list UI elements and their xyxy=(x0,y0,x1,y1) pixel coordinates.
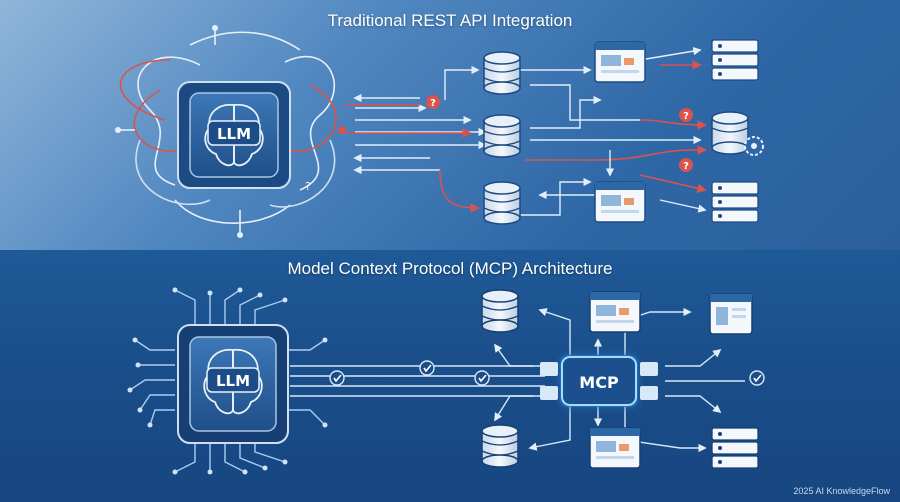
llm-chip-top: LLM xyxy=(177,81,291,189)
wire-node xyxy=(115,127,121,133)
circuit-traces xyxy=(129,289,326,473)
tangled-wires xyxy=(119,30,337,232)
bottom-title: Model Context Protocol (MCP) Architectur… xyxy=(287,259,613,278)
web-app-icon xyxy=(589,427,641,469)
database-icon xyxy=(483,181,521,225)
top-title: Traditional REST API Integration xyxy=(327,11,573,30)
check-badges xyxy=(329,360,765,386)
llm-label: LLM xyxy=(216,372,250,390)
trace-nodes xyxy=(127,287,328,475)
request-arrows xyxy=(353,93,487,175)
database-icon xyxy=(481,289,519,333)
database-gear-icon xyxy=(711,111,764,156)
server-icon xyxy=(711,39,759,81)
web-app-icon xyxy=(589,291,641,333)
mcp-label: MCP xyxy=(579,373,619,392)
llm-chip-bottom: LLM xyxy=(177,324,289,444)
wire-node xyxy=(212,25,218,31)
wire-node xyxy=(237,232,243,238)
server-icon xyxy=(711,427,759,469)
web-app-icon xyxy=(594,181,646,223)
web-app-icon xyxy=(594,41,646,83)
question-mark: ? xyxy=(305,180,311,193)
mcp-hub: MCP xyxy=(540,355,658,407)
wire-node xyxy=(338,126,346,134)
brain-icon xyxy=(203,348,263,415)
service-links xyxy=(444,46,707,216)
question-mark: ? xyxy=(683,111,689,122)
protocol-lines xyxy=(290,365,545,397)
brain-icon xyxy=(204,103,264,167)
database-icon xyxy=(481,424,519,468)
connector-port xyxy=(540,362,558,376)
check-icon xyxy=(329,370,345,386)
question-mark: ? xyxy=(430,98,436,109)
check-icon xyxy=(419,360,435,376)
question-mark: ? xyxy=(683,161,689,172)
check-icon xyxy=(749,370,765,386)
database-icon xyxy=(483,51,521,95)
question-badges: ? ? ? xyxy=(426,95,693,172)
error-arrows xyxy=(345,60,707,213)
web-app-icon xyxy=(709,293,753,335)
database-icon xyxy=(483,114,521,158)
watermark: 2025 AI KnowledgeFlow xyxy=(793,486,890,496)
connector-port xyxy=(640,362,658,376)
check-icon xyxy=(474,370,490,386)
connector-port xyxy=(640,386,658,400)
connector-port xyxy=(540,386,558,400)
server-icon xyxy=(711,181,759,223)
llm-label: LLM xyxy=(217,125,251,143)
